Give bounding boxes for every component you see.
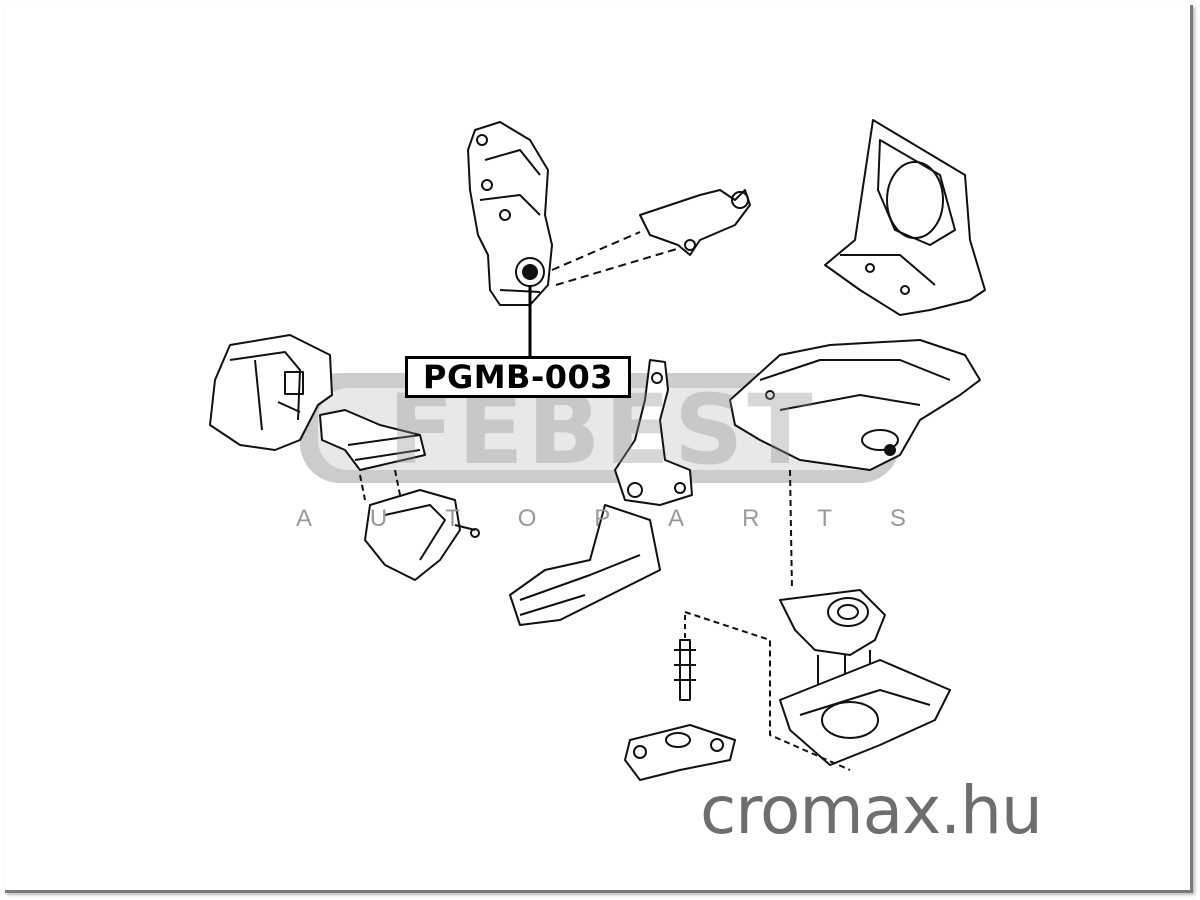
site-url: cromax.hu xyxy=(700,772,1043,849)
lower-center-plate xyxy=(509,504,661,626)
tagline-letter: A xyxy=(668,505,685,532)
tagline-letter: U xyxy=(369,505,388,532)
lower-mount-foot xyxy=(624,724,736,781)
tagline-letter: R xyxy=(742,505,760,532)
upper-link-arm xyxy=(639,189,751,256)
left-engine-mount xyxy=(209,334,333,451)
left-insulator xyxy=(319,409,426,471)
right-base-plate xyxy=(779,659,951,766)
image-frame xyxy=(5,5,1193,893)
tagline-letter: T xyxy=(445,505,460,532)
upper-engine-bracket xyxy=(467,121,553,306)
tagline-letter: S xyxy=(889,505,906,532)
engine-shield xyxy=(824,119,986,316)
center-strap xyxy=(614,359,693,506)
left-lower-bracket xyxy=(364,489,480,581)
tagline-letter: P xyxy=(594,505,611,532)
tagline-letter: O xyxy=(517,505,537,532)
mount-bolt xyxy=(674,615,696,701)
tagline-letter: A xyxy=(296,505,313,532)
part-number-label: PGMB-003 xyxy=(405,356,631,398)
tagline-letter: T xyxy=(817,505,832,532)
watermark-tagline: A U T O P A R T S xyxy=(296,505,906,533)
right-battery-tray xyxy=(729,339,981,471)
